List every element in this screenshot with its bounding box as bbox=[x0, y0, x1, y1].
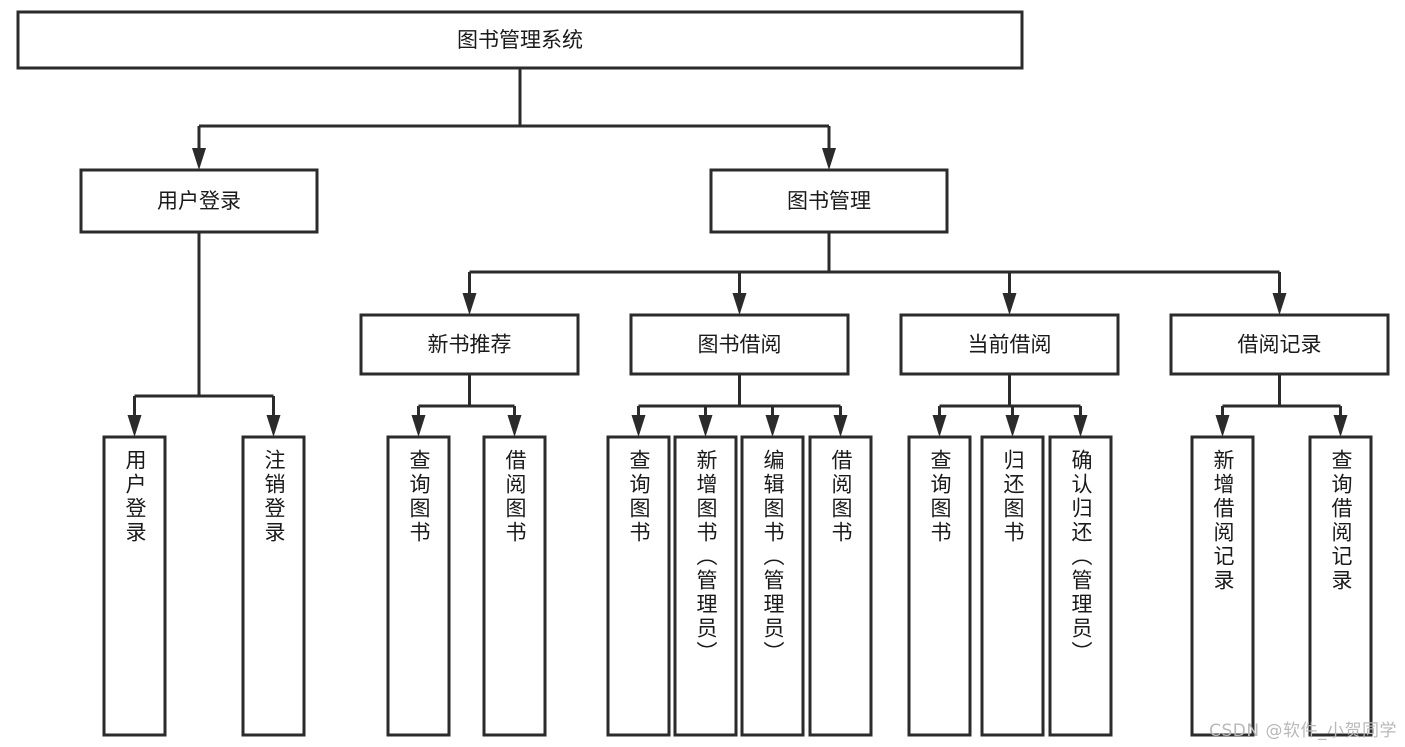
node-leaf-5[interactable] bbox=[673, 435, 738, 737]
arrow-head-icon bbox=[765, 415, 780, 437]
node-root[interactable]: 图书管理系统 bbox=[16, 10, 1024, 70]
node-level2-1-rect[interactable] bbox=[709, 168, 949, 234]
node-leaf-7[interactable] bbox=[808, 435, 873, 737]
arrow-head-icon bbox=[698, 415, 713, 437]
arrow-head-icon bbox=[1333, 415, 1348, 437]
arrow-head-icon bbox=[833, 415, 848, 437]
node-level3-1[interactable]: 图书借阅 bbox=[629, 313, 850, 376]
node-level3-1-rect[interactable] bbox=[629, 313, 850, 376]
node-leaf-2-rect[interactable] bbox=[386, 435, 451, 737]
arrow-head-icon bbox=[1215, 415, 1230, 437]
node-level3-3-label: 借阅记录 bbox=[1238, 333, 1322, 357]
node-leaf-10-rect[interactable] bbox=[1048, 435, 1113, 737]
node-leaf-2[interactable] bbox=[386, 435, 451, 737]
node-leaf-0-rect[interactable] bbox=[102, 435, 167, 737]
arrow-head-icon bbox=[932, 415, 947, 437]
node-level2-0-label: 用户登录 bbox=[157, 189, 241, 213]
node-level2-0[interactable]: 用户登录 bbox=[79, 168, 319, 234]
node-level3-0-rect[interactable] bbox=[359, 313, 580, 376]
node-level3-3[interactable]: 借阅记录 bbox=[1169, 313, 1390, 376]
arrow-head-icon bbox=[1272, 293, 1287, 315]
node-leaf-11[interactable] bbox=[1190, 435, 1255, 737]
node-level3-3-rect[interactable] bbox=[1169, 313, 1390, 376]
node-level2-1-label: 图书管理 bbox=[787, 189, 871, 213]
node-level2-0-rect[interactable] bbox=[79, 168, 319, 234]
node-leaf-3[interactable] bbox=[482, 435, 547, 737]
node-level3-2[interactable]: 当前借阅 bbox=[899, 313, 1120, 376]
arrow-head-icon bbox=[1073, 415, 1088, 437]
arrow-head-icon bbox=[732, 293, 747, 315]
arrow-head-icon bbox=[631, 415, 646, 437]
node-leaf-9[interactable] bbox=[980, 435, 1045, 737]
arrow-head-icon bbox=[1005, 415, 1020, 437]
arrow-head-icon bbox=[462, 293, 477, 315]
arrow-head-icon bbox=[411, 415, 426, 437]
node-leaf-1[interactable] bbox=[241, 435, 306, 737]
node-root-label: 图书管理系统 bbox=[457, 28, 583, 52]
node-level3-2-rect[interactable] bbox=[899, 313, 1120, 376]
node-leaf-11-rect[interactable] bbox=[1190, 435, 1255, 737]
node-level3-0-label: 新书推荐 bbox=[428, 333, 512, 357]
node-level3-1-label: 图书借阅 bbox=[698, 333, 782, 357]
node-leaf-4-rect[interactable] bbox=[606, 435, 671, 737]
node-leaf-9-rect[interactable] bbox=[980, 435, 1045, 737]
node-leaf-3-rect[interactable] bbox=[482, 435, 547, 737]
arrow-head-icon bbox=[822, 148, 836, 170]
node-leaf-6-rect[interactable] bbox=[740, 435, 805, 737]
arrow-head-icon bbox=[192, 148, 206, 170]
arrow-head-icon bbox=[1002, 293, 1017, 315]
node-leaf-8[interactable] bbox=[907, 435, 972, 737]
connectors-layer bbox=[127, 68, 1348, 437]
node-leaf-8-rect[interactable] bbox=[907, 435, 972, 737]
node-leaf-12[interactable] bbox=[1308, 435, 1373, 737]
node-leaf-1-rect[interactable] bbox=[241, 435, 306, 737]
node-level3-0[interactable]: 新书推荐 bbox=[359, 313, 580, 376]
node-leaf-6[interactable] bbox=[740, 435, 805, 737]
arrow-head-icon bbox=[266, 415, 281, 437]
node-root-rect[interactable] bbox=[16, 10, 1024, 70]
node-level3-2-label: 当前借阅 bbox=[968, 333, 1052, 357]
arrow-head-icon bbox=[507, 415, 522, 437]
arrow-head-icon bbox=[127, 415, 142, 437]
node-leaf-10[interactable] bbox=[1048, 435, 1113, 737]
node-level2-1[interactable]: 图书管理 bbox=[709, 168, 949, 234]
node-leaf-0[interactable] bbox=[102, 435, 167, 737]
watermark-text: CSDN @软件_小贺同学 bbox=[1209, 721, 1397, 741]
node-leaf-4[interactable] bbox=[606, 435, 671, 737]
node-leaf-5-rect[interactable] bbox=[673, 435, 738, 737]
node-leaf-7-rect[interactable] bbox=[808, 435, 873, 737]
node-leaf-12-rect[interactable] bbox=[1308, 435, 1373, 737]
